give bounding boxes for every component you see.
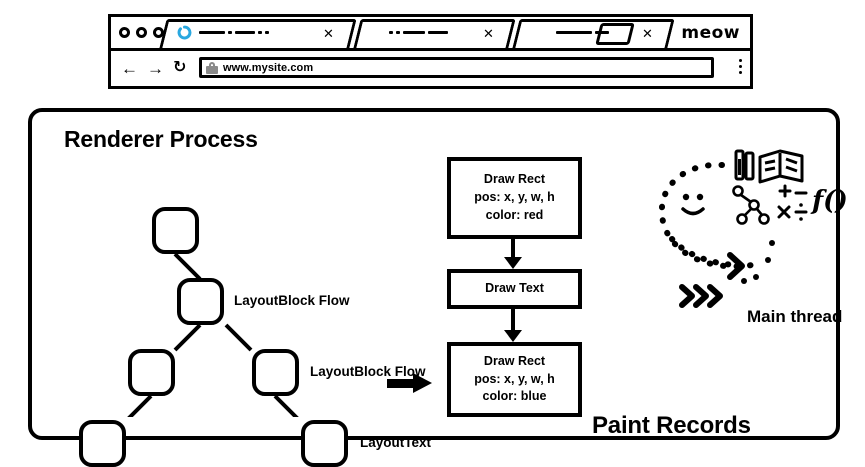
browser-window: ✕ ✕ ✕ meow ← → ↻ w <box>108 14 753 89</box>
smiley-eye-right <box>696 193 704 201</box>
browser-tab-3[interactable]: ✕ <box>512 19 675 48</box>
tree-edges <box>127 252 299 417</box>
open-book-icon <box>758 149 804 184</box>
smiley-mouth <box>681 207 705 216</box>
tree-node-root[interactable] <box>152 207 199 254</box>
paint-record-1-line-1: Draw Rect <box>483 172 546 187</box>
paint-record-2-line-1: Draw Text <box>485 281 544 296</box>
paint-record-3-line-3: color: blue <box>482 389 547 404</box>
back-icon[interactable]: ← <box>121 59 138 78</box>
tab-1-title <box>199 31 269 34</box>
function-icon: f() <box>810 186 848 216</box>
blob-outline <box>658 161 765 270</box>
paint-record-3-line-1: Draw Rect <box>483 353 546 368</box>
tab-3-title <box>556 31 609 34</box>
new-tab-button[interactable] <box>595 23 635 45</box>
forward-icon[interactable]: → <box>147 59 164 78</box>
tree-node-text-left[interactable] <box>79 420 126 467</box>
math-symbols-icon <box>777 184 808 221</box>
tab-strip: ✕ ✕ ✕ meow <box>111 17 750 51</box>
loading-spinner-icon <box>177 25 192 40</box>
tree-node-block-3[interactable] <box>252 349 299 396</box>
overflow-menu-icon[interactable] <box>739 59 742 74</box>
lock-icon <box>206 61 218 74</box>
motion-chevrons <box>679 252 745 308</box>
paint-record-box-1[interactable]: Draw Rect pos: x, y, w, h color: red <box>447 157 582 239</box>
tab-3-close-icon[interactable]: ✕ <box>642 26 653 41</box>
books-icon <box>734 149 755 181</box>
tree-node-block-1[interactable] <box>177 278 224 325</box>
paint-flow-arrow-1 <box>504 239 522 269</box>
blob-tail-dots <box>669 236 737 268</box>
paint-records-title: Paint Records <box>592 412 751 439</box>
tree-node-text-right[interactable] <box>301 420 348 467</box>
browser-tab-1[interactable]: ✕ <box>159 19 357 48</box>
page-title: Renderer Process <box>64 126 258 152</box>
paint-records-group: Draw Rect pos: x, y, w, h color: red Dra… <box>422 157 582 422</box>
window-controls[interactable] <box>119 27 164 38</box>
smiley-eye-left <box>682 193 690 201</box>
tab-1-close-icon[interactable]: ✕ <box>323 26 334 41</box>
tab-2-close-icon[interactable]: ✕ <box>483 26 494 41</box>
tree-label-layouttext: LayoutText <box>360 435 432 450</box>
renderer-process-panel: Renderer Process LayoutBlock Flow Layout… <box>28 108 848 467</box>
tree-label-layoutblock-flow-2: LayoutBlock Flow <box>310 364 426 379</box>
transition-arrow-icon <box>387 373 432 393</box>
main-thread-illustration: f() <box>658 149 848 308</box>
window-close-dot[interactable] <box>119 27 130 38</box>
browser-toolbar: ← → ↻ www.mysite.com <box>111 51 750 89</box>
url-text[interactable]: www.mysite.com <box>223 61 314 74</box>
tab-2-title <box>389 31 448 34</box>
url-bar[interactable]: www.mysite.com <box>199 57 714 78</box>
main-thread-label: Main thread <box>747 307 843 326</box>
node-graph-icon <box>732 185 770 225</box>
paint-record-box-3[interactable]: Draw Rect pos: x, y, w, h color: blue <box>447 342 582 417</box>
paint-flow-arrow-2 <box>504 309 522 342</box>
paint-record-box-2[interactable]: Draw Text <box>447 269 582 309</box>
paint-record-1-line-3: color: red <box>485 207 544 222</box>
paint-record-3-line-2: pos: x, y, w, h <box>474 371 555 386</box>
paint-record-1-line-2: pos: x, y, w, h <box>474 190 555 205</box>
layout-tree: LayoutBlock Flow LayoutBlock Flow Layout… <box>79 167 431 467</box>
main-thread-group: f() Main thread <box>652 147 852 337</box>
tree-node-block-2[interactable] <box>128 349 175 396</box>
browser-tab-2[interactable]: ✕ <box>353 19 516 48</box>
window-minimize-dot[interactable] <box>136 27 147 38</box>
tree-label-layoutblock-flow-1: LayoutBlock Flow <box>234 293 350 308</box>
brand-label: meow <box>681 23 740 43</box>
reload-icon[interactable]: ↻ <box>173 59 187 76</box>
